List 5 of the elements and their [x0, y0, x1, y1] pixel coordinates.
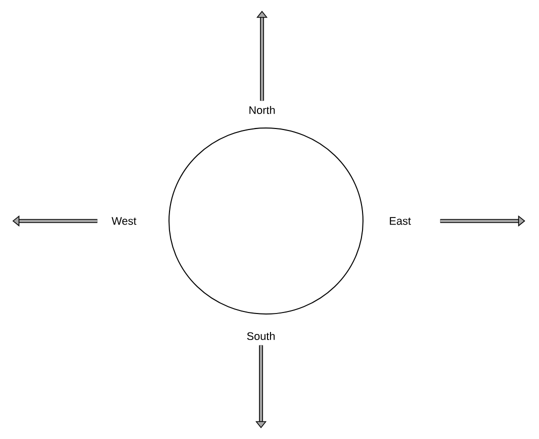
direction-label: East	[390, 217, 411, 225]
direction-label: West	[112, 217, 136, 225]
direction-label: South	[247, 332, 275, 340]
circle	[168, 128, 364, 314]
direction-label: North	[249, 106, 275, 114]
